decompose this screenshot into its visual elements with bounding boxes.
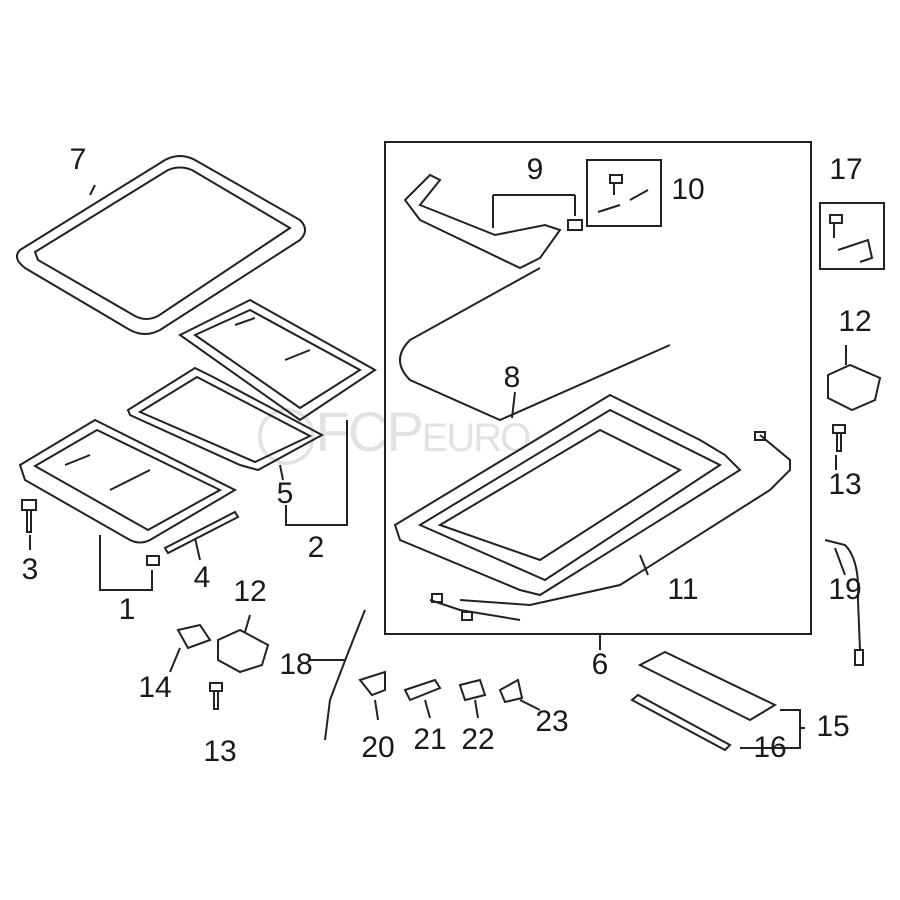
callout-2[interactable]: 2 [307, 531, 325, 564]
callout-17[interactable]: 17 [829, 153, 863, 186]
leader-lines-left [29, 184, 348, 591]
part-19-cable[interactable] [824, 539, 864, 666]
callout-16[interactable]: 16 [753, 731, 787, 764]
part-2-glass-panel[interactable] [178, 298, 377, 422]
part-17-kit-parts [829, 214, 874, 263]
part-1-clip[interactable] [146, 555, 160, 566]
part-18-cable[interactable] [324, 609, 366, 741]
callout-18[interactable]: 18 [279, 648, 313, 681]
leader-9 [492, 194, 576, 228]
callout-3[interactable]: 3 [21, 553, 39, 586]
assembly-6-box[interactable] [384, 141, 812, 635]
callout-6[interactable]: 6 [591, 648, 609, 681]
callout-13-left[interactable]: 13 [203, 735, 237, 768]
callout-12-left[interactable]: 12 [233, 575, 267, 608]
callout-13-right[interactable]: 13 [828, 468, 862, 501]
callout-14[interactable]: 14 [138, 671, 172, 704]
callout-15[interactable]: 15 [816, 710, 850, 743]
part-13-bolt-right[interactable] [832, 424, 846, 452]
callout-19[interactable]: 19 [828, 573, 862, 606]
part-12-motor-left[interactable] [217, 628, 270, 674]
callout-1[interactable]: 1 [118, 593, 136, 626]
callout-4[interactable]: 4 [193, 561, 211, 594]
part-12-motor-right[interactable] [827, 363, 882, 412]
callout-8[interactable]: 8 [503, 361, 521, 394]
part-15-sunshade[interactable] [637, 650, 778, 722]
part-4-strip[interactable] [163, 510, 240, 555]
part-7-frame-seal[interactable] [15, 155, 306, 335]
part-23-guide[interactable] [498, 678, 524, 704]
callout-7[interactable]: 7 [69, 143, 87, 176]
part-5-seal[interactable] [126, 366, 325, 472]
leader-lines-misc [169, 345, 847, 721]
part-22-guide[interactable] [458, 678, 487, 702]
callout-21[interactable]: 21 [413, 723, 447, 756]
callout-20[interactable]: 20 [361, 731, 395, 764]
part-8-seal[interactable] [399, 267, 671, 422]
callout-9[interactable]: 9 [526, 153, 544, 186]
part-17-kit-box[interactable] [819, 202, 885, 270]
part-10-kit-parts [597, 174, 649, 213]
callout-5[interactable]: 5 [276, 477, 294, 510]
part-9-clip[interactable] [567, 219, 583, 231]
part-13-bolt-left[interactable] [209, 682, 223, 710]
callout-10[interactable]: 10 [671, 173, 705, 206]
callout-12-right[interactable]: 12 [838, 305, 872, 338]
callout-23[interactable]: 23 [535, 705, 569, 738]
part-9-deflector[interactable] [403, 173, 562, 270]
part-21-guide[interactable] [403, 678, 442, 702]
part-14-bracket[interactable] [176, 623, 212, 650]
part-20-guide[interactable] [358, 670, 386, 697]
part-3-bolt[interactable] [21, 499, 37, 533]
leader-15-16 [740, 709, 805, 749]
part-16-rod[interactable] [630, 693, 732, 752]
part-11-sunroof-frame[interactable] [393, 393, 791, 621]
callout-22[interactable]: 22 [461, 723, 495, 756]
callout-11[interactable]: 11 [667, 573, 699, 606]
part-1-glass-panel[interactable] [18, 418, 238, 544]
part-10-kit-box[interactable] [586, 159, 662, 227]
